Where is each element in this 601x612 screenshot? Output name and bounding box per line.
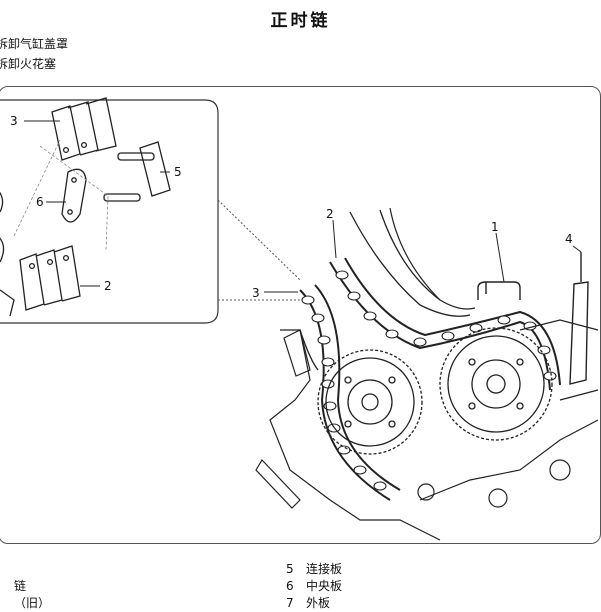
callout-inset-3: 3 [10, 114, 18, 128]
callout-4: 4 [565, 232, 573, 246]
legend-item: （旧） [14, 596, 51, 610]
callout-1: 1 [491, 220, 499, 234]
inset-outer-link-top [51, 97, 117, 161]
inset-chain-segment [0, 191, 81, 317]
intake-sprocket [317, 349, 423, 455]
callout-inset-6: 6 [36, 195, 44, 209]
tensioner-bar [569, 252, 589, 385]
legend-item: 链 [14, 579, 27, 593]
callout-inset-5: 5 [174, 165, 182, 179]
chain-guide [299, 209, 476, 371]
detail-inset-box [0, 99, 219, 324]
exhaust-sprocket [439, 327, 553, 441]
step-remove-spark-plug: 拆卸火花塞 [0, 57, 57, 71]
callout-2: 2 [326, 207, 334, 221]
page-title: 正时链 [270, 11, 331, 31]
callout-3: 3 [252, 286, 260, 300]
legend-item [0, 561, 50, 578]
inset-center-plate [61, 168, 87, 223]
cylinder-head [255, 207, 599, 541]
step-remove-cylinder-cover: 拆卸气缸盖罩 [0, 37, 69, 51]
inset-pointer-line [217, 199, 301, 281]
inset-connecting-plate [103, 141, 171, 202]
legend-left: 链 （旧） [0, 561, 50, 612]
chain-clip [477, 281, 521, 300]
timing-chain [299, 257, 561, 501]
callout-inset-2: 2 [104, 279, 112, 293]
